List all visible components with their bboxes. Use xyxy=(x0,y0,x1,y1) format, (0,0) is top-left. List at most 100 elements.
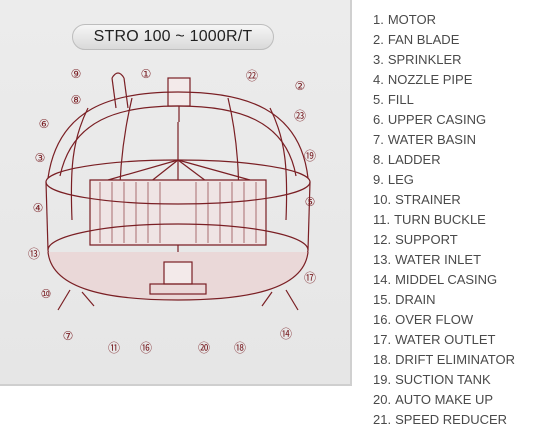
legend-item-label: DRAIN xyxy=(395,292,436,307)
legend-item-label: NOZZLE PIPE xyxy=(387,72,473,87)
legend-item-number: 19. xyxy=(373,372,392,387)
legend-item-number: 21. xyxy=(373,412,392,427)
legend-item-label: WATER BASIN xyxy=(387,132,476,147)
callout-number: ⑳ xyxy=(198,341,210,355)
legend-item-label: MOTOR xyxy=(387,12,436,27)
upper-casing xyxy=(47,91,309,179)
legend-item-number: 9. xyxy=(373,172,384,187)
rib-right xyxy=(269,107,288,221)
legend-item-label: STRAINER xyxy=(395,192,461,207)
legend-item: 18.DRIFT ELIMINATOR xyxy=(373,350,515,370)
legend-item-number: 20. xyxy=(373,392,392,407)
legend-item: 14.MIDDEL CASING xyxy=(373,270,515,290)
callout-number: ⑱ xyxy=(234,341,246,355)
casing-side-right xyxy=(307,181,311,251)
casing-side-left xyxy=(45,181,49,251)
legend-item: 1.MOTOR xyxy=(373,10,515,30)
sprinkler-arm-1 xyxy=(107,159,179,181)
legend-item-label: DRIFT ELIMINATOR xyxy=(395,352,515,367)
fill-hatching xyxy=(99,182,257,243)
legend-item: 17.WATER OUTLET xyxy=(373,330,515,350)
legend-item-label: AUTO MAKE UP xyxy=(395,392,494,407)
sprinkler-arm-2 xyxy=(177,159,251,181)
legend-item: 5.FILL xyxy=(373,90,515,110)
legend-item: 8.LADDER xyxy=(373,150,515,170)
legend-item-number: 1. xyxy=(373,12,384,27)
legend-item-number: 13. xyxy=(373,252,392,267)
upper-casing-inner xyxy=(59,105,297,177)
legend-item-label: WATER OUTLET xyxy=(395,332,496,347)
legend-item-number: 14. xyxy=(373,272,392,287)
legend-item: 20.AUTO MAKE UP xyxy=(373,390,515,410)
legend-item-label: SPEED REDUCER xyxy=(395,412,508,427)
legend-item-number: 18. xyxy=(373,352,392,367)
legend-item: 7.WATER BASIN xyxy=(373,130,515,150)
legend-item-number: 7. xyxy=(373,132,384,147)
callout-number: ③ xyxy=(35,151,46,165)
legend-item: 3.SPRINKLER xyxy=(373,50,515,70)
fill-block xyxy=(89,179,267,246)
legend-item: 4.NOZZLE PIPE xyxy=(373,70,515,90)
leg-right xyxy=(285,289,299,311)
legend-item: 21.SPEED REDUCER xyxy=(373,410,515,430)
legend-item-number: 16. xyxy=(373,312,392,327)
legend-item-number: 3. xyxy=(373,52,384,67)
legend-item-number: 5. xyxy=(373,92,384,107)
legend-item: 9.LEG xyxy=(373,170,515,190)
legend-item: 10.STRAINER xyxy=(373,190,515,210)
legend-item-label: SPRINKLER xyxy=(387,52,462,67)
legend-item: 11.TURN BUCKLE xyxy=(373,210,515,230)
legend-item-number: 11. xyxy=(373,212,391,227)
callout-number: ㉒ xyxy=(246,69,258,83)
legend-item-number: 17. xyxy=(373,332,392,347)
strainer xyxy=(163,261,193,285)
legend-item-label: MIDDEL CASING xyxy=(395,272,498,287)
water-outlet xyxy=(149,283,207,295)
legend-item-label: WATER INLET xyxy=(395,252,482,267)
callout-number: ② xyxy=(295,79,306,93)
callout-number: ④ xyxy=(33,201,44,215)
legend-item-label: OVER FLOW xyxy=(395,312,474,327)
legend-item-number: 12. xyxy=(373,232,392,247)
legend-item: 13.WATER INLET xyxy=(373,250,515,270)
legend-item-label: LADDER xyxy=(387,152,441,167)
leg-left-2 xyxy=(81,291,95,307)
legend-item: 16.OVER FLOW xyxy=(373,310,515,330)
callout-number: ⑰ xyxy=(304,271,316,285)
ladder-top xyxy=(111,72,125,79)
legend-item-label: UPPER CASING xyxy=(387,112,487,127)
callout-number: ⑯ xyxy=(140,341,152,355)
callout-number: ⑬ xyxy=(28,247,40,261)
legend-item-number: 15. xyxy=(373,292,392,307)
callout-number: ⑩ xyxy=(41,287,52,301)
legend-item: 12.SUPPORT xyxy=(373,230,515,250)
leg-left xyxy=(57,289,71,311)
callout-number: ⑦ xyxy=(63,329,74,343)
callout-number: ⑪ xyxy=(108,341,120,355)
callout-number: ① xyxy=(141,67,152,81)
legend-item-label: FAN BLADE xyxy=(387,32,460,47)
legend-item: 2.FAN BLADE xyxy=(373,30,515,50)
ladder-rail-right xyxy=(123,77,129,109)
callout-number: ㉓ xyxy=(294,109,306,123)
callout-number: ⑭ xyxy=(280,327,292,341)
legend-item-label: LEG xyxy=(387,172,414,187)
callout-number: ⑧ xyxy=(71,93,82,107)
legend-item-label: FILL xyxy=(387,92,414,107)
callout-number: ⑤ xyxy=(305,195,316,209)
ladder-rail-left xyxy=(111,77,117,109)
legend-item-label: TURN BUCKLE xyxy=(394,212,486,227)
legend-item: 19.SUCTION TANK xyxy=(373,370,515,390)
callout-number: ⑲ xyxy=(304,149,316,163)
legend-item-number: 10. xyxy=(373,192,392,207)
legend-item: 6.UPPER CASING xyxy=(373,110,515,130)
rib-left xyxy=(70,107,89,221)
legend-item: 15.DRAIN xyxy=(373,290,515,310)
legend-item-number: 6. xyxy=(373,112,384,127)
callout-number: ⑨ xyxy=(71,67,82,81)
legend-item-label: SUPPORT xyxy=(395,232,458,247)
diagram-title: STRO 100 ~ 1000R/T xyxy=(72,24,274,50)
